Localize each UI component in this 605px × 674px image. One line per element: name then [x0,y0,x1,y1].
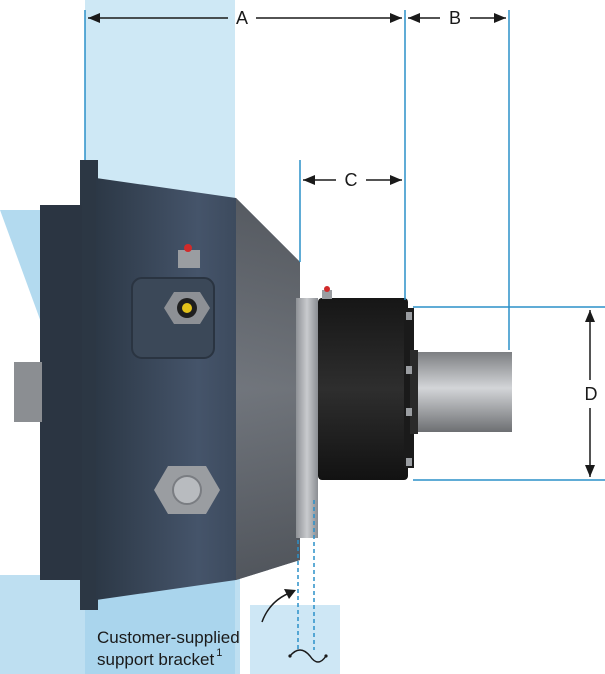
output-shaft [412,352,512,432]
rear-cover [40,205,82,580]
housing-cone [236,198,300,580]
dimension-lines [84,10,605,650]
callout-leader [261,589,328,663]
rear-flange [80,160,98,610]
breather-plug-icon [178,244,200,268]
dimension-b-label: B [449,8,461,28]
face-bolts [406,312,412,466]
vent-plug-icon [322,286,332,299]
drain-plug-icon [154,466,220,514]
input-stub [14,362,42,422]
callout-line-2: support bracket [97,650,214,669]
output-face [404,308,414,468]
output-housing [318,298,408,480]
shaft-shoulder [410,350,418,434]
gearbox-body [14,160,512,610]
oil-fill-plug-icon [164,292,210,324]
callout-line-1: Customer-supplied [97,628,240,647]
collar-ring [296,298,318,538]
callout-footnote: 1 [216,647,222,659]
dimension-arrows [88,13,595,477]
dimension-d-label: D [585,384,598,404]
dimension-c-label: C [345,170,358,190]
dimension-a-label: A [236,8,248,28]
